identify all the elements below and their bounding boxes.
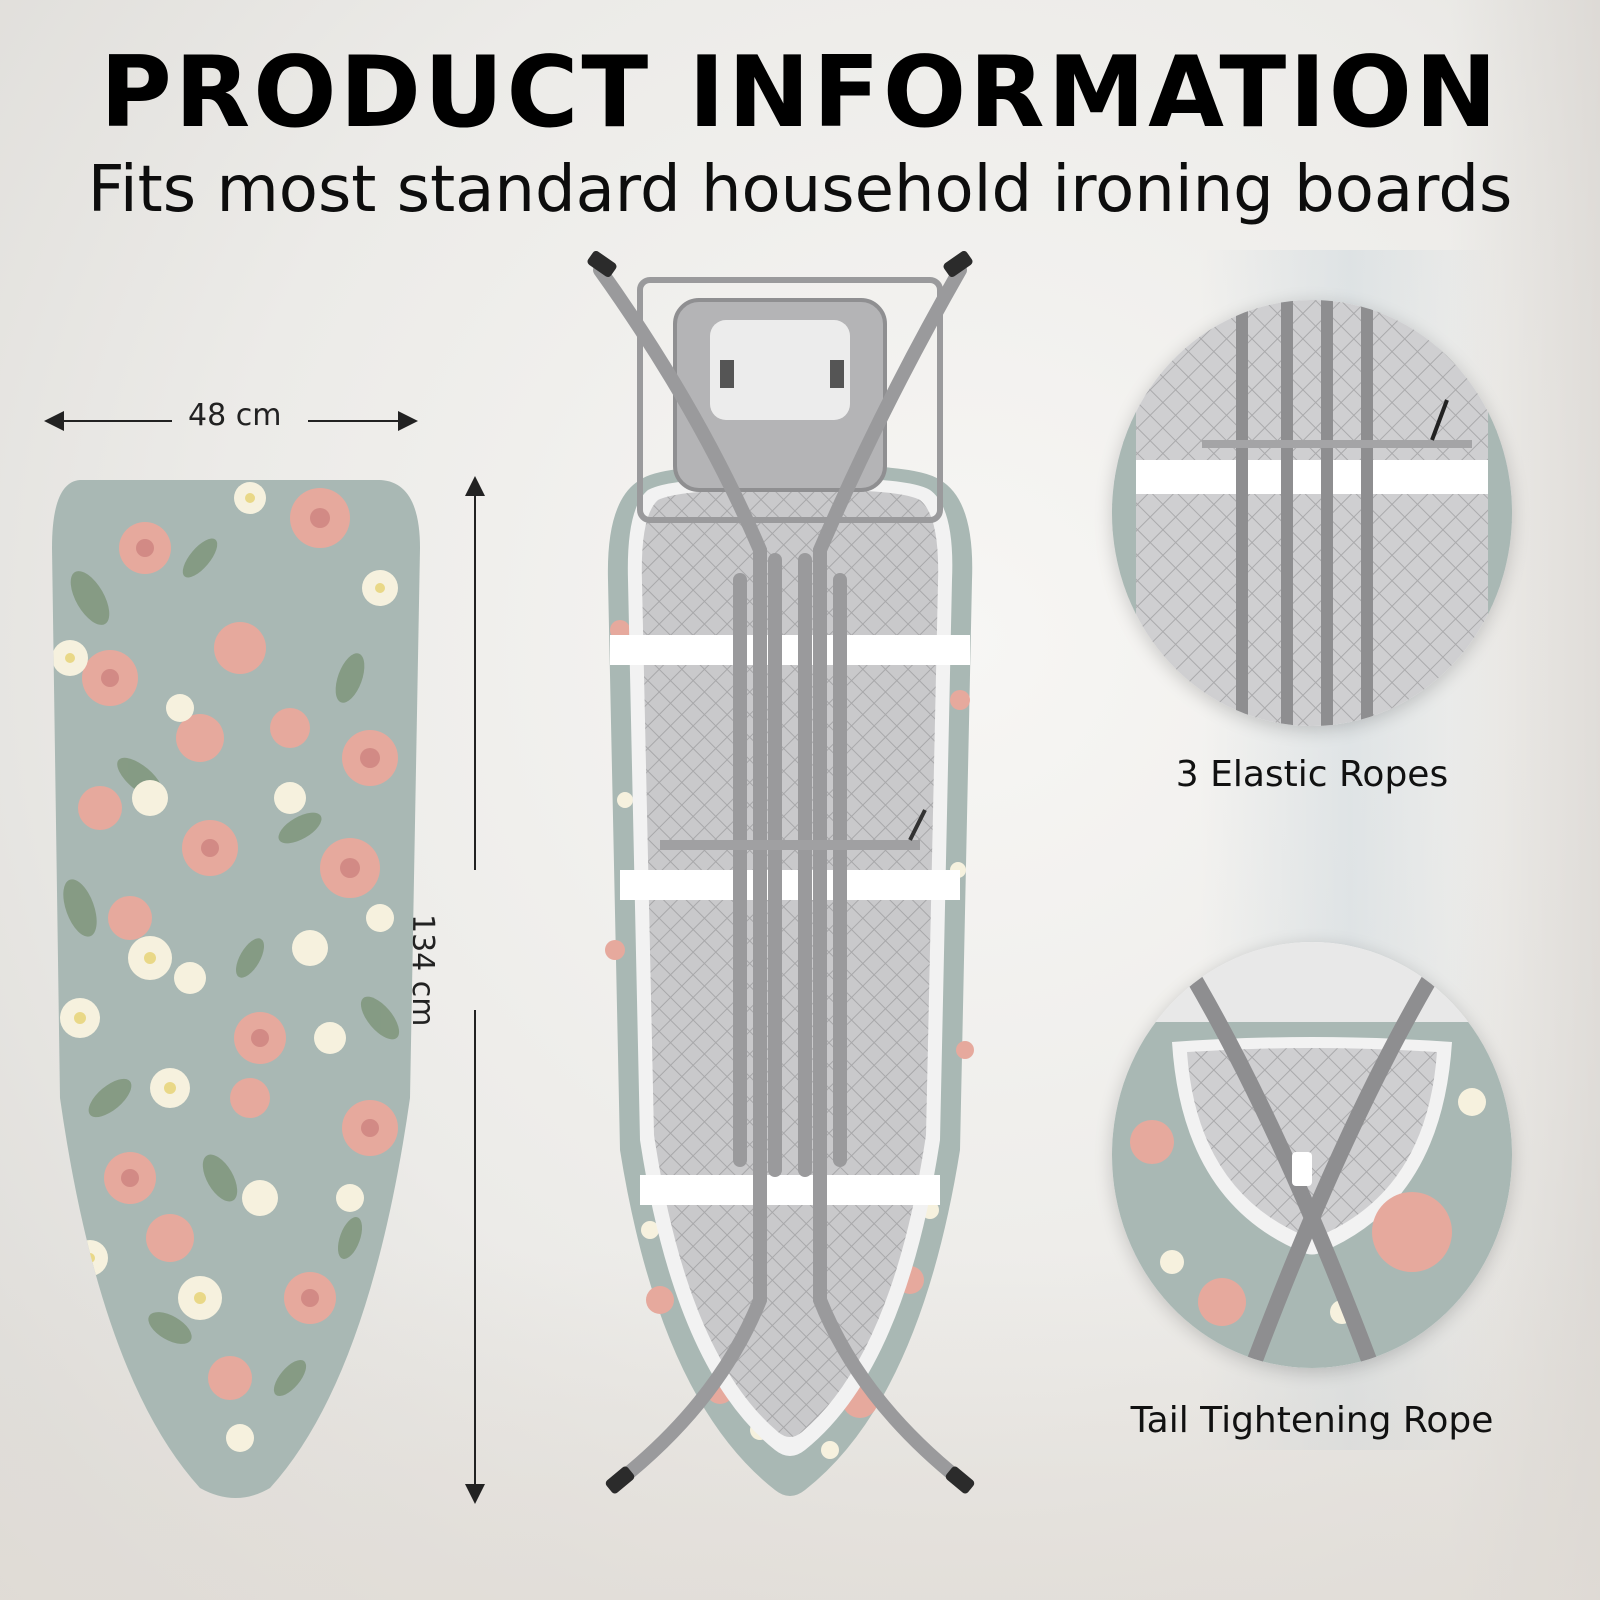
elastic-strap	[1136, 460, 1488, 494]
iron-rest	[637, 277, 943, 523]
leg-caps	[587, 250, 975, 1494]
elastic-strap	[620, 870, 960, 900]
elastic-ropes-label: 3 Elastic Ropes	[1175, 754, 1449, 795]
frame-legs	[593, 263, 967, 1487]
page-title: PRODUCT INFORMATION	[99, 36, 1500, 150]
width-label: 48 cm	[188, 398, 282, 433]
tail-rope-label: Tail Tightening Rope	[1130, 1400, 1494, 1441]
ironing-board-cover	[52, 480, 420, 1498]
tail-rope-closeup	[1112, 942, 1512, 1368]
elastic-strap	[640, 1175, 940, 1205]
elastic-strap	[610, 635, 970, 665]
elastic-ropes-closeup	[1112, 300, 1512, 726]
ironing-board-assembled	[587, 250, 975, 1496]
page-subtitle: Fits most standard household ironing boa…	[87, 153, 1513, 227]
rope-stopper	[1292, 1152, 1312, 1186]
floral-pattern	[52, 482, 400, 1452]
